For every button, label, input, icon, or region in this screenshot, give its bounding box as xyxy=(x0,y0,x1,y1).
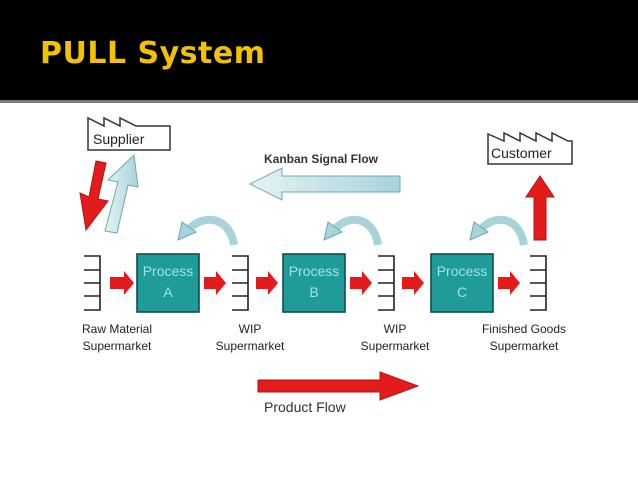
supplier-factory-icon xyxy=(87,116,171,151)
product-flow-label: Product Flow xyxy=(264,399,347,415)
process-c-label: Process xyxy=(437,263,488,279)
customer-delivery-arrow xyxy=(525,175,555,241)
finished-goods-label: Finished Goods xyxy=(482,322,566,336)
supplier-delivery-arrow xyxy=(79,160,109,232)
flow-arrow-wip2-to-c xyxy=(402,271,424,295)
process-b-label: Process xyxy=(289,263,340,279)
flow-arrow-c-to-finished xyxy=(498,271,520,295)
finished-goods-supermarket-rack xyxy=(530,255,547,311)
title-bar: PULL System xyxy=(0,0,638,103)
finished-goods-supermarket-label: Supermarket xyxy=(490,339,559,353)
raw-material-supermarket-label: Supermarket xyxy=(83,339,152,353)
supplier-signal-arrow xyxy=(104,153,139,234)
wip-2-supermarket-label: Supermarket xyxy=(361,339,430,353)
kanban-signal-flow-label: Kanban Signal Flow xyxy=(264,152,379,166)
customer-factory-icon xyxy=(487,131,573,165)
process-c-letter: C xyxy=(457,284,467,300)
customer-label: Customer xyxy=(491,145,552,161)
raw-material-label: Raw Material xyxy=(82,322,152,336)
wip-1-supermarket-label: Supermarket xyxy=(216,339,285,353)
kanban-return-arrow-c xyxy=(469,215,528,246)
process-c-box: Process C xyxy=(430,253,494,313)
flow-arrow-a-to-wip1 xyxy=(204,271,226,295)
supplier-label: Supplier xyxy=(93,131,145,147)
wip-supermarket-rack-2 xyxy=(378,255,395,311)
process-b-letter: B xyxy=(309,284,318,300)
flow-arrow-wip1-to-b xyxy=(256,271,278,295)
process-a-letter: A xyxy=(163,284,173,300)
kanban-return-arrow-b xyxy=(323,215,382,246)
product-flow-arrow xyxy=(257,371,420,401)
raw-material-supermarket-rack xyxy=(84,255,101,311)
wip-1-label: WIP xyxy=(239,322,262,336)
slide-title: PULL System xyxy=(40,36,266,71)
process-a-label: Process xyxy=(143,263,194,279)
title-divider xyxy=(0,100,638,103)
kanban-signal-flow-arrow xyxy=(248,167,401,201)
process-a-box: Process A xyxy=(136,253,200,313)
flow-arrow-b-to-wip2 xyxy=(350,271,372,295)
wip-supermarket-rack-1 xyxy=(232,255,249,311)
process-b-box: Process B xyxy=(282,253,346,313)
kanban-return-arrow-a xyxy=(177,215,238,246)
flow-arrow-raw-to-a xyxy=(110,271,134,295)
wip-2-label: WIP xyxy=(384,322,407,336)
